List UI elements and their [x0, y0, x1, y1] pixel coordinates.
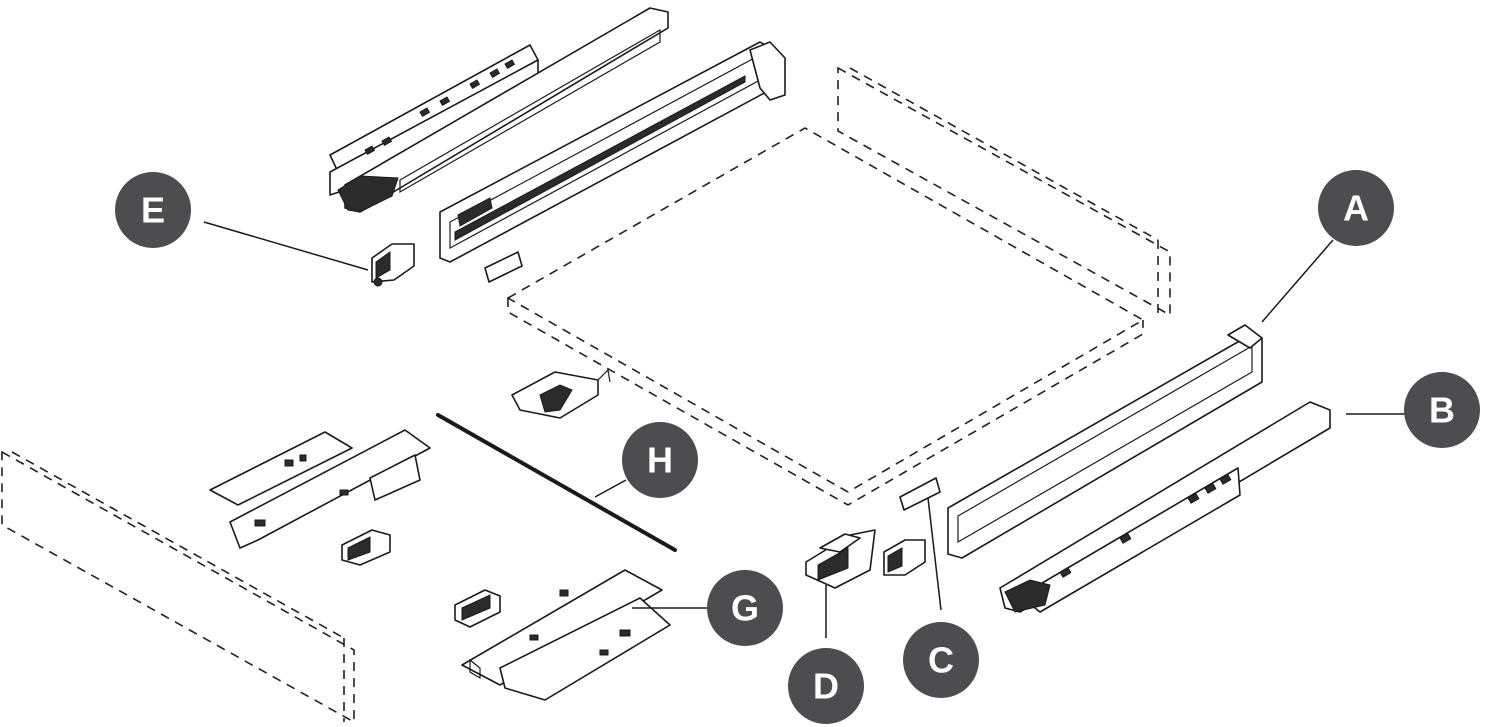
leader-c	[927, 497, 942, 611]
bracket-e	[371, 243, 415, 287]
mounting-plate-g	[461, 569, 671, 701]
callout-label-c: C	[928, 640, 954, 681]
callout-e: E	[115, 172, 191, 248]
runner-rail-left	[329, 7, 669, 213]
runner-rail-b	[999, 401, 1331, 613]
callout-label-e: E	[141, 190, 165, 231]
callout-c: C	[903, 622, 979, 698]
label-tab-c	[899, 477, 941, 511]
label-tab-left	[484, 251, 523, 283]
callout-label-a: A	[1343, 188, 1369, 229]
drawer-bottom-outline	[506, 127, 1145, 506]
bracket-d-pair	[883, 539, 926, 576]
drawer-side-panel-left	[439, 41, 786, 263]
drawer-side-panel-a	[947, 324, 1263, 559]
callout-g: G	[707, 570, 783, 646]
callout-h: H	[622, 422, 698, 498]
callout-label-d: D	[813, 666, 839, 707]
leader-e	[203, 221, 369, 271]
drawer-back-panel-outline	[837, 66, 1171, 317]
callout-label-h: H	[647, 440, 673, 481]
clip-small-lower	[454, 589, 501, 628]
clip-small-left	[341, 529, 391, 566]
leader-a	[1261, 239, 1334, 323]
mounting-plate-upper-left	[209, 429, 431, 549]
callout-label-b: B	[1429, 390, 1455, 431]
callout-d: D	[788, 648, 864, 724]
locking-clip-center	[511, 368, 611, 419]
leader-h	[594, 479, 627, 498]
callout-label-g: G	[731, 588, 759, 629]
callout-b: B	[1404, 372, 1480, 448]
synchronization-rod-h	[436, 413, 677, 552]
drawer-front-panel-outline	[1, 450, 355, 724]
bracket-d	[805, 529, 876, 589]
callout-a: A	[1318, 170, 1394, 246]
